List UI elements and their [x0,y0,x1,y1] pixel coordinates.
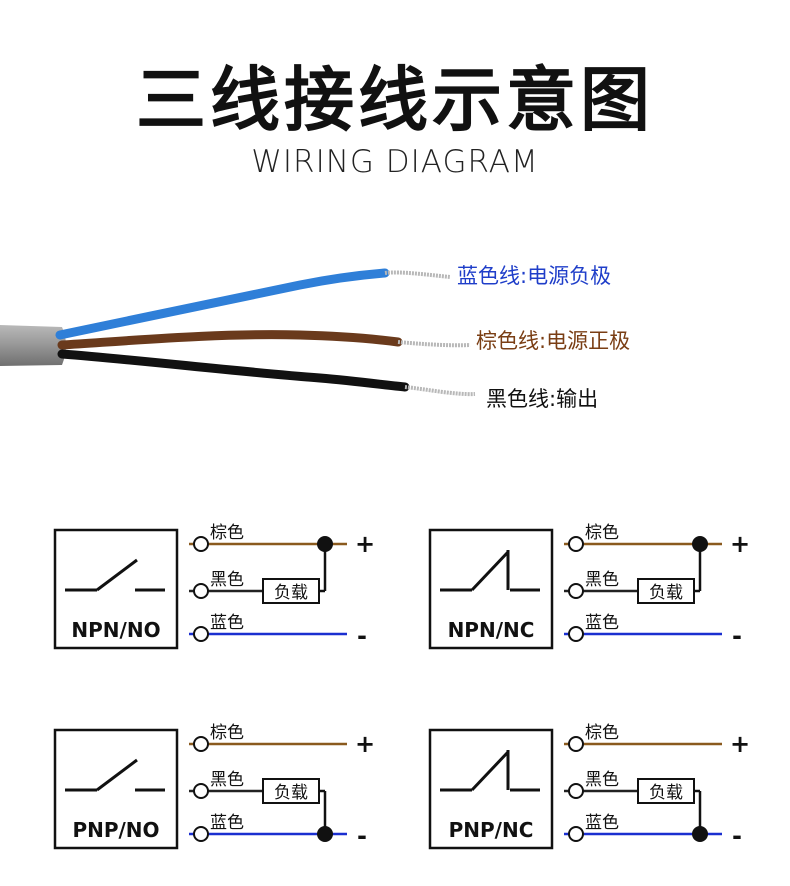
load-label: 负载 [649,583,683,603]
terminal-circle [193,583,209,599]
load-box [262,778,320,804]
terminal-circle [568,583,584,599]
minus-sign: - [732,622,742,650]
plus-sign: + [355,730,375,758]
terminal-circle [568,783,584,799]
load-label: 负载 [274,783,308,803]
wire-label: 棕色 [210,523,244,543]
switch-blade [470,750,510,792]
junction-dot [317,536,333,552]
wire-label: 黑色 [210,570,244,590]
cable-jacket [0,325,66,366]
junction-dot [317,826,333,842]
page-title: 三线接线示意图 [136,59,654,141]
cable-label-blue: 蓝色线:电源负极 [457,264,612,288]
cable-label-brown: 棕色线:电源正极 [476,329,631,353]
terminal-circle [568,736,584,752]
sensor-type-label: NPN/NO [71,618,160,642]
wire-label: 黑色 [210,770,244,790]
terminal-circle [193,536,209,552]
load-label: 负载 [649,783,683,803]
load-label: 负载 [274,583,308,603]
switch-blade [96,758,138,792]
minus-sign: - [357,622,367,650]
minus-sign: - [357,822,367,850]
terminal-circle [568,826,584,842]
wire-label: 棕色 [585,723,619,743]
wire-label: 黑色 [585,770,619,790]
page-subtitle: WIRING DIAGRAM [251,144,539,180]
black-wire-insulation [57,349,410,392]
terminal-circle [193,626,209,642]
plus-sign: + [730,530,750,558]
switch-blade [470,550,510,592]
sensor-type-label: NPN/NC [448,618,535,642]
terminal-circle [568,536,584,552]
blue-wire-insulation [55,268,390,340]
brown-wire-insulation [57,330,403,350]
plus-sign: + [730,730,750,758]
wire-label: 棕色 [585,523,619,543]
sensor-type-label: PNP/NC [449,818,534,842]
terminal-circle [568,626,584,642]
cable-label-black: 黑色线:输出 [486,387,599,411]
switch-blade [96,558,138,592]
junction-dot [692,536,708,552]
wire-label: 棕色 [210,723,244,743]
plus-sign: + [355,530,375,558]
minus-sign: - [732,822,742,850]
sensor-type-label: PNP/NO [72,818,159,842]
terminal-circle [193,783,209,799]
terminal-circle [193,736,209,752]
wire-label: 黑色 [585,570,619,590]
wire-label: 蓝色 [585,613,619,633]
terminal-circle [193,826,209,842]
junction-dot [692,826,708,842]
wire-label: 蓝色 [585,813,619,833]
wire-label: 蓝色 [210,613,244,633]
wire-label: 蓝色 [210,813,244,833]
load-box [637,578,695,604]
